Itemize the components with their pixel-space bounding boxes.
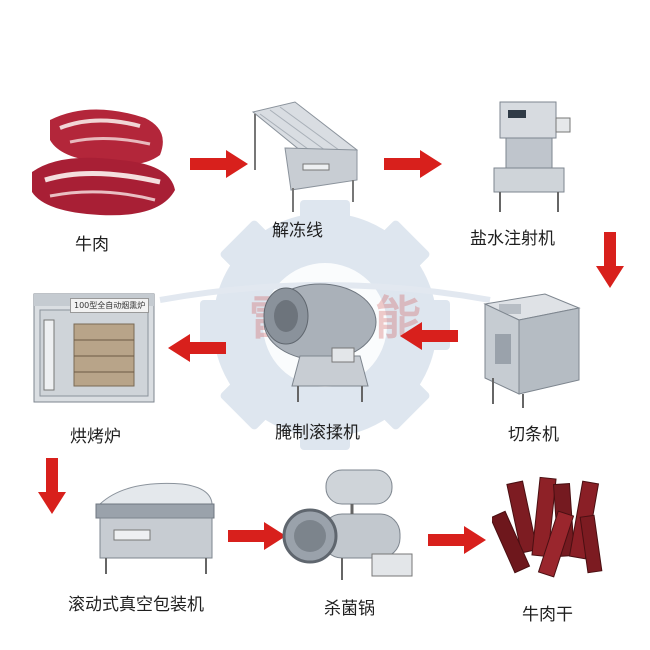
vacuum-tumbler-icon	[263, 283, 377, 402]
step-label: 腌制滚揉机	[275, 423, 360, 443]
step-strip-cutter: 切条机	[470, 290, 620, 450]
step-label: 杀菌锅	[324, 599, 375, 619]
sterilizer-retort-icon	[282, 469, 413, 580]
step-sterilizer: 杀菌锅	[282, 466, 422, 626]
beef-jerky-icon	[492, 476, 603, 578]
raw-beef-icon	[32, 109, 175, 216]
step-injector: 盐水注射机	[470, 98, 620, 249]
flow-arrow-left-icon	[168, 334, 226, 362]
flow-arrow-down-icon	[38, 458, 66, 514]
step-tumbler: 腌制滚揉机	[240, 278, 400, 448]
step-packer: 滚动式真空包装机	[68, 478, 248, 628]
flow-arrow-right-icon	[228, 522, 286, 550]
step-jerky: 牛肉干	[492, 472, 632, 632]
flow-arrow-right-icon	[384, 150, 442, 178]
flow-arrow-left-icon	[400, 322, 458, 350]
flow-arrow-right-icon	[428, 526, 486, 554]
brine-injector-icon	[493, 101, 571, 212]
step-label: 解冻线	[272, 221, 323, 241]
step-label: 切条机	[508, 425, 559, 445]
step-label: 滚动式真空包装机	[68, 595, 204, 615]
step-thawing: 解冻线	[245, 98, 365, 248]
flow-arrow-right-icon	[190, 150, 248, 178]
step-beef: 牛肉	[20, 100, 190, 270]
oven-nameplate: 100型全自动烟熏炉	[70, 298, 150, 313]
step-oven: 100型全自动烟熏炉 烘烤炉	[30, 290, 170, 450]
step-label: 盐水注射机	[470, 229, 555, 249]
step-label: 烘烤炉	[70, 427, 121, 447]
strip-cutter-icon	[483, 293, 581, 408]
flow-arrow-down-icon	[596, 232, 624, 288]
vacuum-packer-icon	[95, 482, 215, 574]
thawing-line-icon	[251, 101, 359, 212]
step-label: 牛肉	[75, 235, 109, 255]
step-label: 牛肉干	[522, 605, 573, 625]
